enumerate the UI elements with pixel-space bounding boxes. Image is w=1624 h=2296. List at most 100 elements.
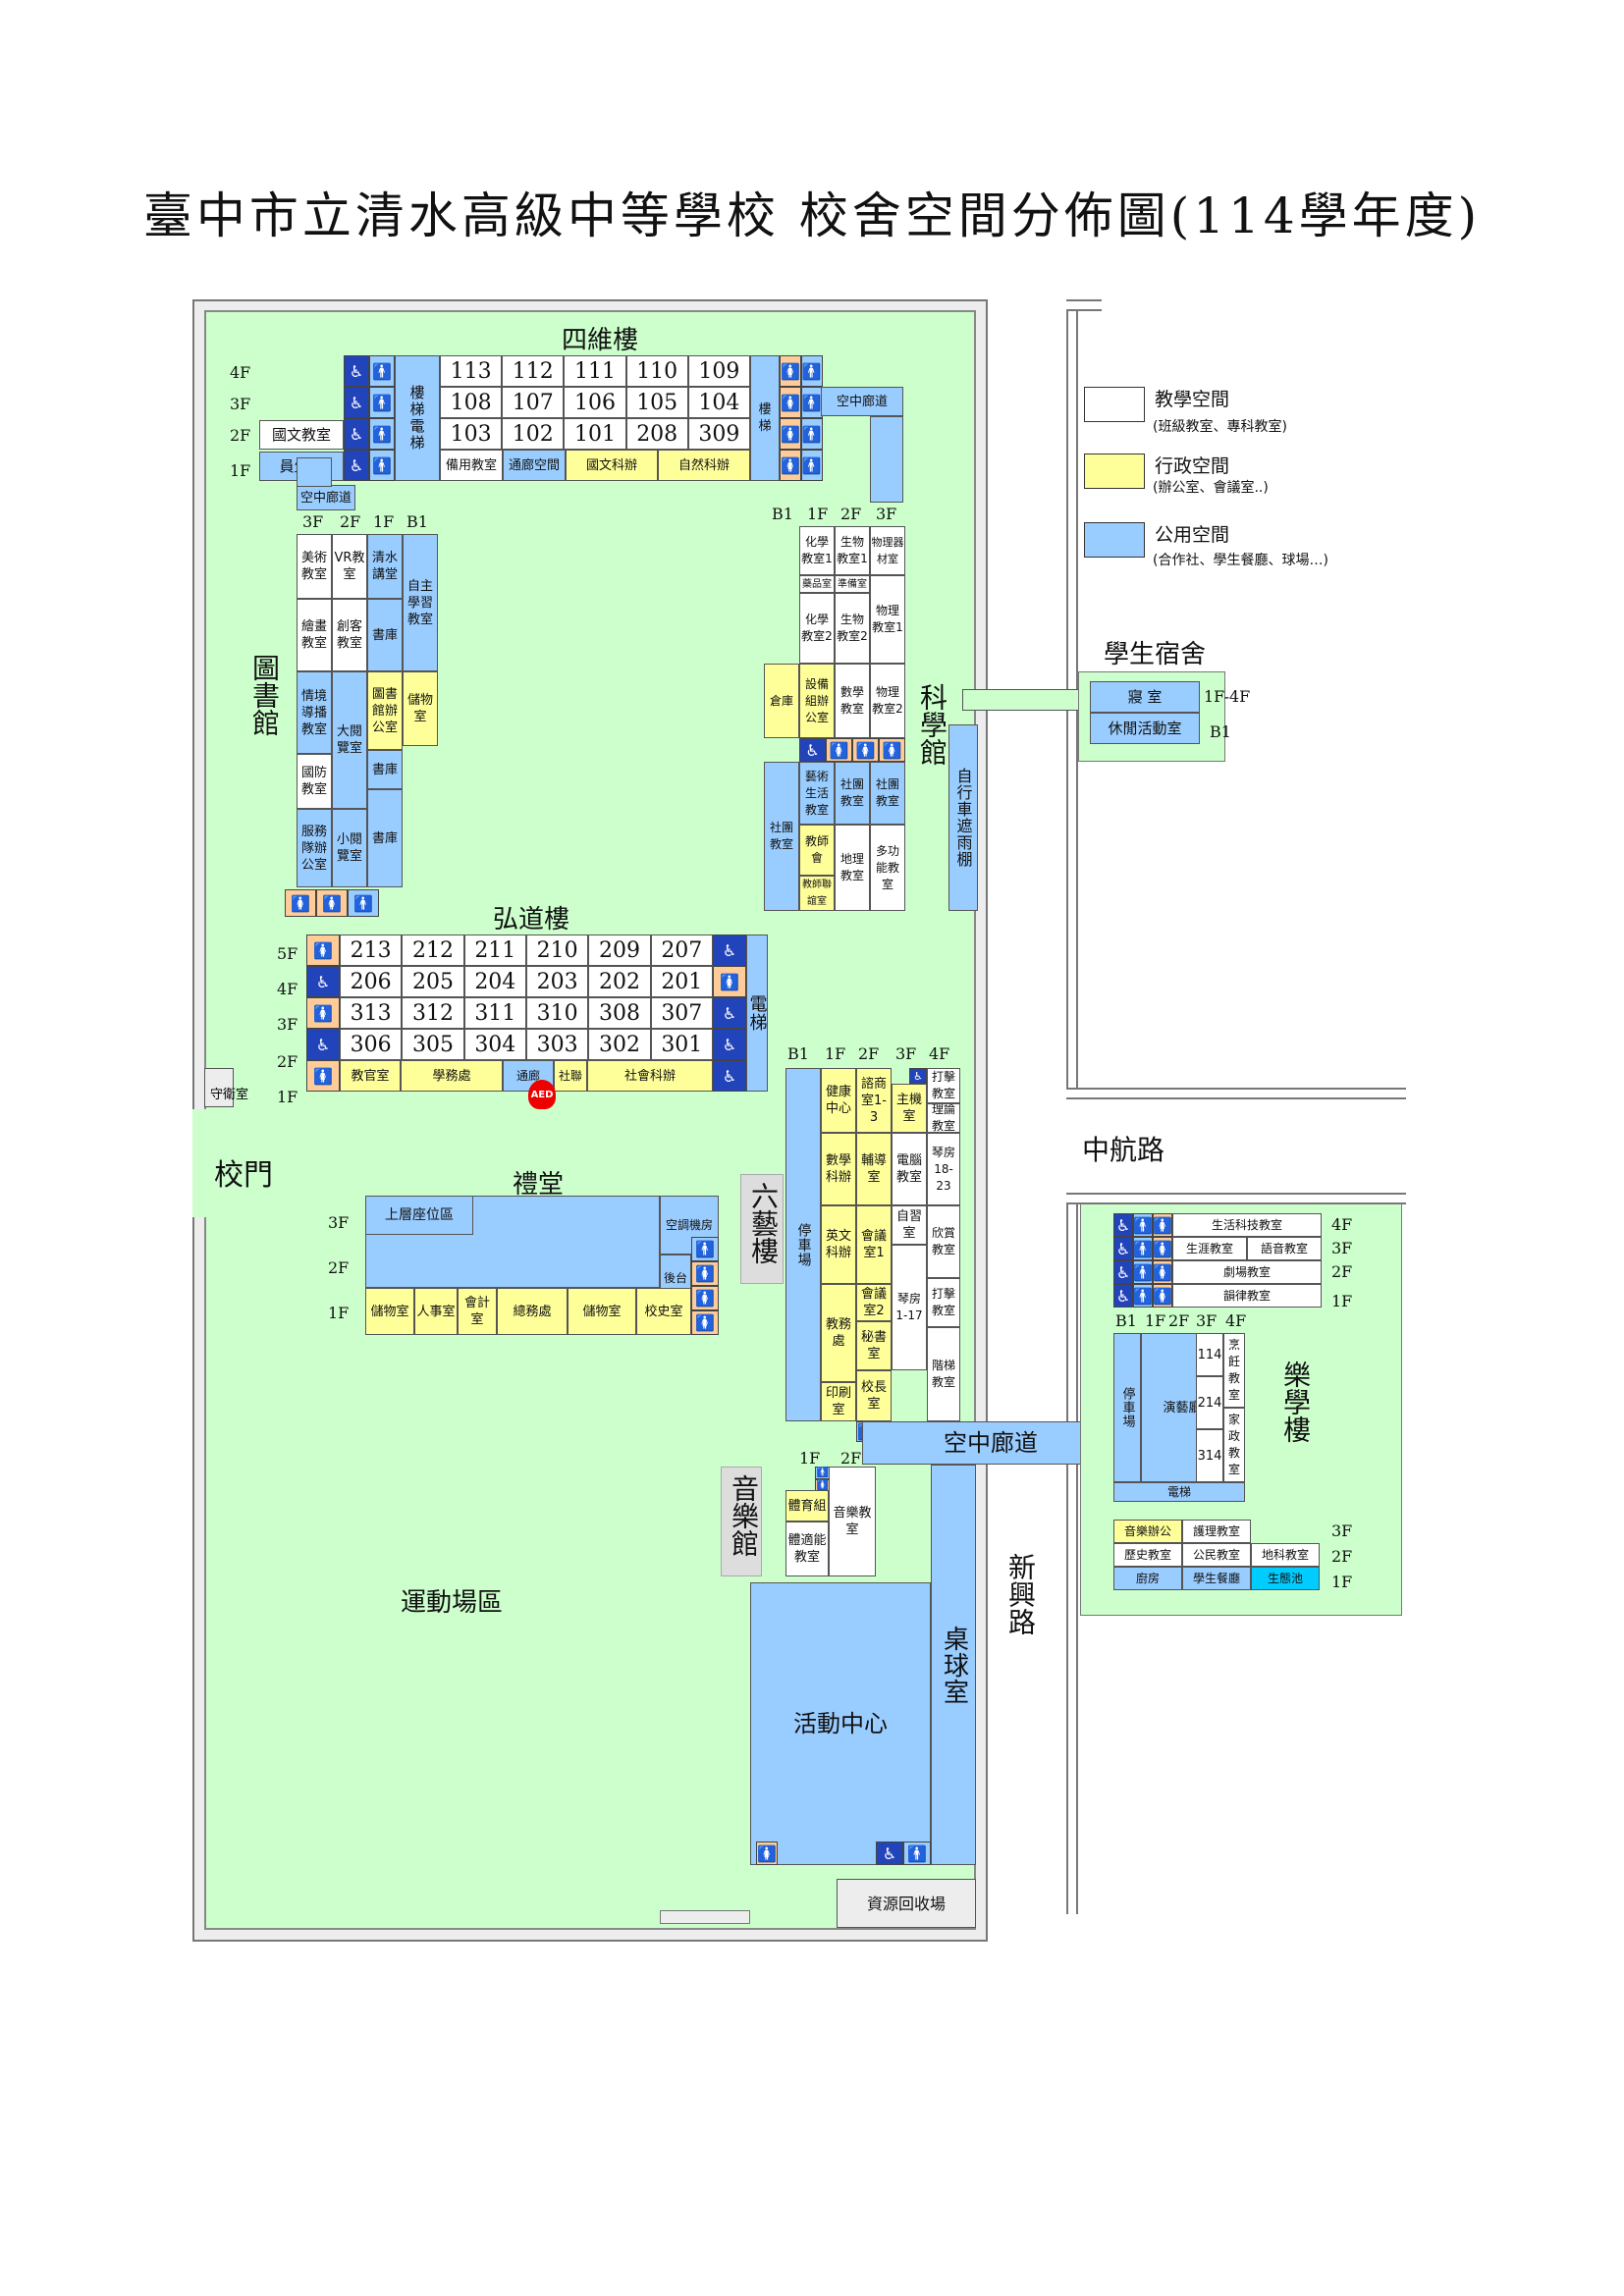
aed-icon: AED	[528, 1080, 556, 1109]
room-theater: 劇場教室	[1172, 1260, 1322, 1284]
women-restroom-icon: 🚺	[780, 387, 801, 418]
room-art-classroom: 美術教室	[297, 534, 332, 599]
science-restrooms: ♿ 🚺 🚺 🚺	[799, 738, 905, 762]
room-broadcast-classroom: 情境導播教室	[297, 671, 332, 754]
accessible-restroom-icon: ♿	[344, 355, 369, 387]
classroom-212: 212	[402, 934, 464, 966]
women-restroom-icon: 🚺	[826, 738, 852, 762]
women-restroom-icon: 🚺	[1153, 1213, 1172, 1237]
women-restroom-icon: 🚺	[1153, 1237, 1172, 1260]
sports-field-label: 運動場區	[401, 1588, 504, 1618]
men-restroom-icon: 🚹	[369, 355, 395, 387]
room-biology-2: 生物教室2	[835, 593, 870, 664]
classroom-304: 304	[463, 1029, 526, 1060]
library-floor-2f: 2F	[340, 512, 361, 531]
yuexue-bottom-grid: 音樂辦公 護理教室 歷史教室 公民教室 地科教室 廚房 學生餐廳 生態池	[1113, 1520, 1320, 1590]
men-restroom-icon: 🚹	[1133, 1260, 1153, 1284]
classroom-102: 102	[502, 418, 565, 450]
women-restroom-icon: 🚺	[691, 1261, 719, 1286]
classroom-210: 210	[525, 934, 589, 966]
hall-restrooms: 🚹 🚺 🚺 🚺	[691, 1237, 719, 1335]
office-math-dept: 數學科辦	[821, 1133, 856, 1205]
library-skyway: 空中廊道	[297, 485, 355, 510]
hongdao-floor-2f: 2F	[277, 1052, 298, 1071]
siwei-east-restrooms: 🚺🚹 🚺🚹 🚺🚹 🚺🚹	[780, 355, 823, 481]
yuexue-top-floor-1f: 1F	[1331, 1292, 1353, 1310]
liuyi-parking: 停車場	[785, 1068, 821, 1421]
room-history: 歷史教室	[1113, 1543, 1182, 1567]
yuexue-top-grid: ♿🚹🚺 生活科技教室 ♿🚹🚺 生涯教室 語音教室 ♿🚹🚺 劇場教室 ♿🚹🚺 韻律…	[1113, 1213, 1322, 1308]
classroom-111: 111	[564, 355, 626, 387]
classroom-205: 205	[402, 966, 464, 997]
classroom-203: 203	[525, 966, 589, 997]
siwei-stair-elevator: 樓梯電梯	[395, 355, 440, 481]
room-student-cafeteria: 學生餐廳	[1182, 1567, 1251, 1590]
office-guidance: 輔導室	[856, 1133, 892, 1205]
room-self-study: 自主學習教室	[403, 534, 438, 671]
room-chemicals: 藥品室	[799, 575, 835, 593]
recycling-area: 資源回收場	[837, 1879, 976, 1928]
science-floor-2f: 2F	[840, 505, 862, 523]
yuexue-bottom-floor-2f: 2F	[1331, 1547, 1353, 1566]
yuexue-top-floor-2f: 2F	[1331, 1262, 1353, 1281]
room-percussion-4f: 打擊教室	[927, 1068, 960, 1103]
accessible-restroom-icon: ♿	[344, 450, 369, 481]
music-floor-2f: 2F	[840, 1449, 862, 1468]
siwei-west-restrooms: ♿🚹 ♿🚹 ♿🚹 ♿🚹	[344, 355, 395, 481]
men-restroom-icon: 🚹	[348, 889, 379, 917]
skyway-label: 空中廊道	[944, 1428, 1038, 1457]
siwei-floor-4f: 4F	[230, 363, 251, 382]
music-building-label: 音樂館	[728, 1474, 760, 1557]
ecology-pond: 生態池	[1251, 1567, 1320, 1590]
office-military-instructor: 教官室	[340, 1060, 401, 1092]
liuyi-building-label: 六藝樓	[747, 1182, 780, 1264]
women-restroom-icon: 🚺	[780, 450, 801, 481]
classroom-314: 314	[1196, 1429, 1223, 1482]
women-restroom-icon: 🚺	[285, 889, 316, 917]
room-qingshui-lecture: 清水講堂	[367, 534, 403, 599]
yuexue-top-floor-3f: 3F	[1331, 1239, 1353, 1257]
library-floor-b1: B1	[406, 512, 428, 531]
women-restroom-icon: 🚺	[1153, 1260, 1172, 1284]
activity-restrooms: ♿ 🚹	[876, 1842, 931, 1865]
legend-sub-admin: (辦公室、會議室..)	[1153, 480, 1269, 496]
road-boundary-north-bottom	[1066, 1088, 1406, 1099]
hongdao-floor-1f: 1F	[277, 1088, 298, 1106]
legend-label-admin: 行政空間	[1155, 455, 1230, 477]
men-restroom-icon: 🚹	[800, 355, 823, 387]
women-restroom-icon: 🚺	[852, 738, 879, 762]
room-piano-1-17: 琴房1-17	[892, 1245, 927, 1370]
room-multipurpose: 多功能教室	[870, 825, 905, 911]
classroom-307: 307	[650, 997, 713, 1029]
room-club-3f: 社團教室	[870, 762, 905, 825]
office-science-dept: 自然科辦	[658, 450, 750, 481]
dorm-bedroom: 寢 室	[1090, 681, 1200, 713]
yuexue-floor-1f: 1F	[1145, 1311, 1166, 1330]
classroom-112: 112	[502, 355, 565, 387]
classroom-104: 104	[687, 387, 750, 418]
aed-label: AED	[530, 1089, 554, 1100]
office-social-dept: 社會科辦	[587, 1060, 713, 1092]
room-rhythm: 韻律教室	[1172, 1284, 1322, 1308]
siwei-floor-1f: 1F	[230, 461, 251, 480]
classroom-109: 109	[687, 355, 750, 387]
office-personnel: 人事室	[414, 1288, 458, 1335]
women-restroom-icon: 🚺	[1153, 1284, 1172, 1308]
office-principal: 校長室	[856, 1370, 892, 1421]
room-prep: 準備室	[835, 575, 870, 593]
office-general-affairs: 總務處	[497, 1288, 568, 1335]
guard-room-label: 守衛室	[210, 1088, 249, 1102]
classroom-308: 308	[588, 997, 651, 1029]
room-fitness: 體適能教室	[785, 1522, 829, 1576]
library-floor-1f: 1F	[373, 512, 395, 531]
yuexue-elevator: 電梯	[1113, 1482, 1245, 1502]
siwei-classroom-grid: 113 112 111 110 109 108 107 106 105 104 …	[440, 355, 750, 450]
classroom-206: 206	[340, 966, 403, 997]
room-stacks-1: 書庫	[367, 599, 403, 671]
accessible-restroom-icon: ♿	[713, 1029, 746, 1060]
dorm-walkway	[962, 689, 1090, 711]
room-teacher-lounge: 教師聯誼室	[799, 876, 835, 911]
accessible-restroom-icon: ♿	[344, 387, 369, 418]
room-appreciation: 欣賞教室	[927, 1205, 960, 1278]
room-civics: 公民教室	[1182, 1543, 1251, 1567]
